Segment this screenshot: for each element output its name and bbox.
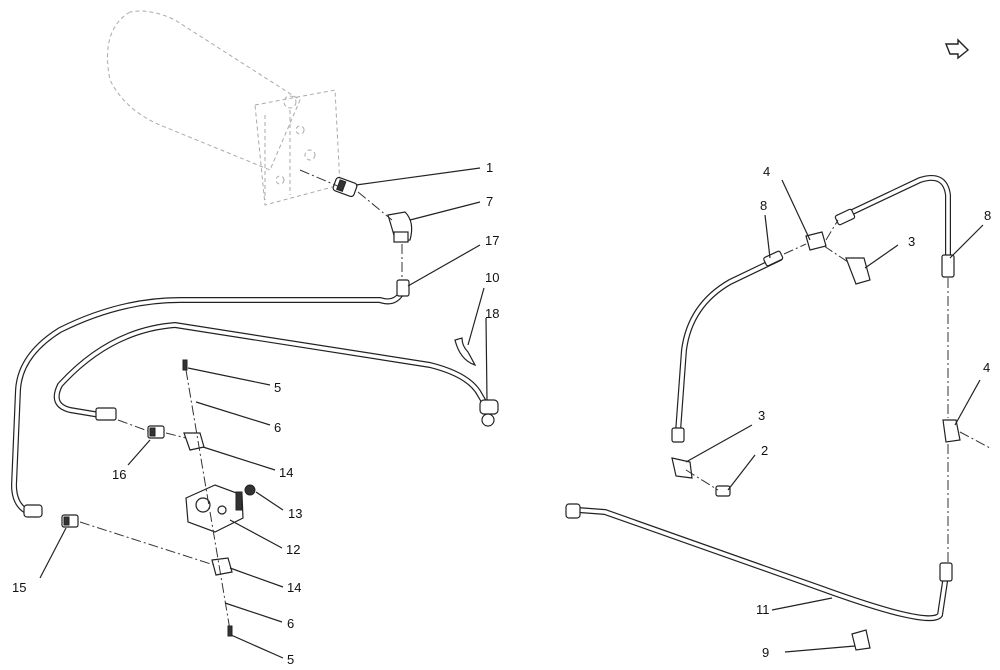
leader-lines bbox=[39, 167, 984, 659]
callout-9: 9 bbox=[762, 645, 769, 660]
fitting-15 bbox=[61, 514, 79, 528]
callout-18: 18 bbox=[485, 306, 499, 321]
callout-1: 1 bbox=[486, 160, 493, 175]
elbow-fitting-3-lower bbox=[671, 457, 693, 479]
clamp-10 bbox=[454, 337, 477, 367]
hose-end-18 bbox=[479, 399, 499, 427]
tee-fitting-14-lower bbox=[211, 557, 233, 576]
callout-4-right: 4 bbox=[983, 360, 990, 375]
callout-2: 2 bbox=[761, 443, 768, 458]
hydraulic-tube-lower bbox=[53, 322, 493, 418]
pin-5-upper bbox=[182, 359, 188, 371]
callout-4-upper: 4 bbox=[763, 164, 770, 179]
callout-6-lower: 6 bbox=[287, 616, 294, 631]
hydraulic-tank-ghost bbox=[107, 10, 341, 206]
tee-fitting-4-upper bbox=[805, 231, 827, 251]
hose-end-left-lower bbox=[23, 504, 43, 518]
callout-13: 13 bbox=[288, 506, 302, 521]
fitting-17 bbox=[396, 279, 410, 297]
callout-10: 10 bbox=[485, 270, 499, 285]
hose-8-left bbox=[671, 250, 784, 443]
callout-12: 12 bbox=[286, 542, 300, 557]
callout-3-upper: 3 bbox=[908, 234, 915, 249]
fitting-16 bbox=[147, 425, 165, 439]
callout-5-upper: 5 bbox=[274, 380, 281, 395]
cylinder-pump-12 bbox=[185, 484, 244, 533]
callout-3-lower: 3 bbox=[758, 408, 765, 423]
cap-13 bbox=[244, 484, 256, 496]
callout-8-right: 8 bbox=[984, 208, 991, 223]
front-direction-arrow-icon bbox=[944, 38, 970, 60]
callout-16: 16 bbox=[112, 467, 126, 482]
fitting-1 bbox=[332, 176, 358, 198]
elbow-fitting-7 bbox=[387, 211, 413, 243]
hose-end-left-upper bbox=[95, 407, 117, 421]
callout-17: 17 bbox=[485, 233, 499, 248]
elbow-fitting-3-upper bbox=[845, 257, 871, 285]
hose-8-right bbox=[834, 174, 955, 278]
callout-5-lower: 5 bbox=[287, 652, 294, 667]
callout-11: 11 bbox=[756, 602, 770, 617]
hose-11 bbox=[565, 503, 953, 622]
callout-15: 15 bbox=[12, 580, 26, 595]
tee-fitting-14-upper bbox=[183, 432, 205, 451]
callout-14-lower: 14 bbox=[287, 580, 301, 595]
pin-5-lower bbox=[227, 625, 233, 637]
callout-8-left: 8 bbox=[760, 198, 767, 213]
clamp-9 bbox=[851, 629, 871, 651]
fitting-2 bbox=[715, 485, 731, 497]
hydraulic-tube-upper bbox=[11, 289, 405, 515]
callout-14-upper: 14 bbox=[279, 465, 293, 480]
callout-7: 7 bbox=[486, 194, 493, 209]
callout-6-upper: 6 bbox=[274, 420, 281, 435]
tee-fitting-4-right bbox=[942, 419, 961, 443]
